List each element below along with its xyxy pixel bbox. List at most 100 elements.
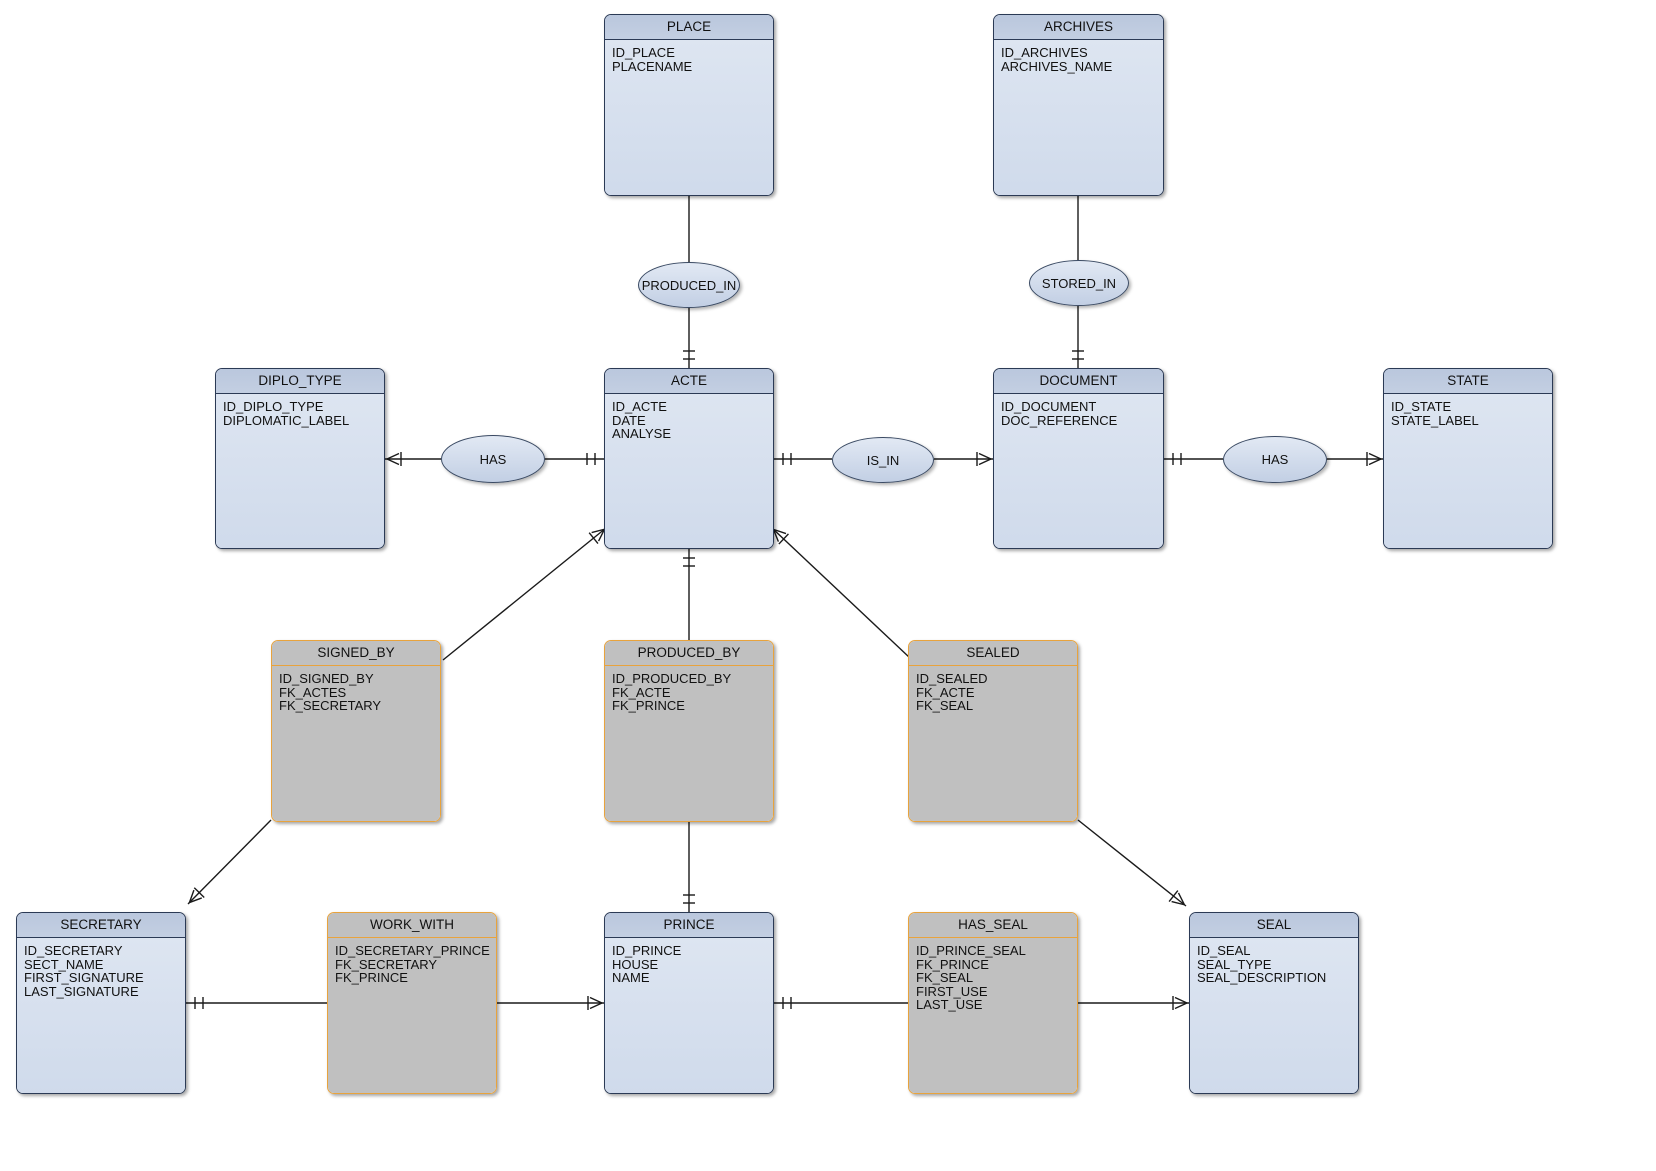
attribute: PLACENAME — [612, 58, 693, 74]
attribute: FK_SEAL — [916, 698, 974, 714]
attribute: FK_PRINCE — [335, 970, 408, 986]
attribute: FK_PRINCE — [916, 956, 989, 972]
connector-line — [771, 527, 911, 659]
connector-line — [589, 1002, 603, 1010]
connector-line — [1174, 996, 1188, 1004]
attribute: ID_ARCHIVES — [1001, 45, 1088, 60]
attribute: SEAL_TYPE — [1197, 956, 1272, 972]
connector-line — [978, 458, 992, 466]
entity-title: ARCHIVES — [994, 15, 1163, 40]
connector-line — [193, 887, 205, 899]
attribute: ID_DIPLO_TYPE — [223, 399, 324, 414]
attribute: DOC_REFERENCE — [1001, 412, 1118, 428]
attribute: FK_ACTE — [916, 684, 975, 700]
connector-line — [591, 528, 605, 534]
entity-title: PLACE — [605, 15, 773, 40]
entity-title: ACTE — [605, 369, 773, 394]
attribute: ID_PLACE — [612, 45, 675, 60]
attribute: HOUSE — [612, 956, 659, 972]
entity-title: PRINCE — [605, 913, 773, 938]
connector-line — [386, 452, 400, 460]
attribute: ID_STATE — [1391, 399, 1452, 414]
attribute: NAME — [612, 970, 650, 986]
attribute: ID_PRINCE — [612, 943, 682, 958]
attribute: FK_SECRETARY — [279, 698, 382, 714]
connector-line — [1077, 819, 1187, 907]
attribute: FK_ACTE — [612, 684, 671, 700]
relationship-label: PRODUCED_IN — [641, 277, 737, 293]
relationship-label: IS_IN — [866, 452, 900, 468]
connector-line — [597, 528, 606, 542]
relationship-label: STORED_IN — [1041, 275, 1117, 291]
entity-title: SEALED — [909, 641, 1077, 666]
entity-title: DOCUMENT — [994, 369, 1163, 394]
connector-line — [188, 889, 195, 903]
attribute: ID_SECRETARY_PRINCE — [335, 943, 490, 958]
connector-line — [386, 458, 400, 466]
relationship-label: HAS — [479, 451, 507, 467]
entity-title: DIPLO_TYPE — [216, 369, 384, 394]
relationship-label: HAS — [1261, 452, 1289, 467]
entity-title: SIGNED_BY — [272, 641, 440, 666]
connector-line — [442, 527, 607, 661]
attribute: DIPLOMATIC_LABEL — [223, 412, 350, 428]
connector-line — [1368, 458, 1382, 466]
attribute: ID_ACTE — [612, 399, 667, 414]
attribute: SECT_NAME — [24, 956, 104, 972]
relationship-has_state[interactable]: HAS — [1223, 436, 1327, 483]
attribute: ARCHIVES_NAME — [1001, 58, 1113, 74]
connector-line — [189, 897, 203, 904]
entity-title: WORK_WITH — [328, 913, 496, 938]
entity-title: HAS_SEAL — [909, 913, 1077, 938]
relationship-is_in[interactable]: IS_IN — [832, 437, 934, 483]
attribute: ID_SIGNED_BY — [279, 671, 374, 686]
entity-title: PRODUCED_BY — [605, 641, 773, 666]
attribute: DATE — [612, 412, 646, 428]
connector-line — [187, 819, 272, 905]
attribute: ID_DOCUMENT — [1001, 399, 1097, 414]
attribute: ID_SECRETARY — [24, 943, 123, 958]
relationship-produced_in[interactable]: PRODUCED_IN — [638, 262, 740, 308]
connector-line — [778, 533, 789, 545]
attribute: ID_SEALED — [916, 671, 988, 686]
connector-line — [1368, 452, 1382, 460]
relationship-stored_in[interactable]: STORED_IN — [1029, 260, 1129, 306]
relationship-has_diplo[interactable]: HAS — [441, 435, 545, 483]
connector-line — [978, 452, 992, 460]
connector-line — [1177, 892, 1186, 906]
entity-title: SECRETARY — [17, 913, 185, 938]
connector-line — [773, 528, 787, 535]
attribute: FK_ACTES — [279, 684, 347, 700]
attribute: STATE_LABEL — [1391, 412, 1479, 428]
attribute: ID_PRODUCED_BY — [612, 671, 732, 686]
connector-line — [1171, 900, 1185, 906]
connector-line — [772, 529, 780, 542]
connector-line — [1168, 890, 1179, 902]
entity-title: SEAL — [1190, 913, 1358, 938]
